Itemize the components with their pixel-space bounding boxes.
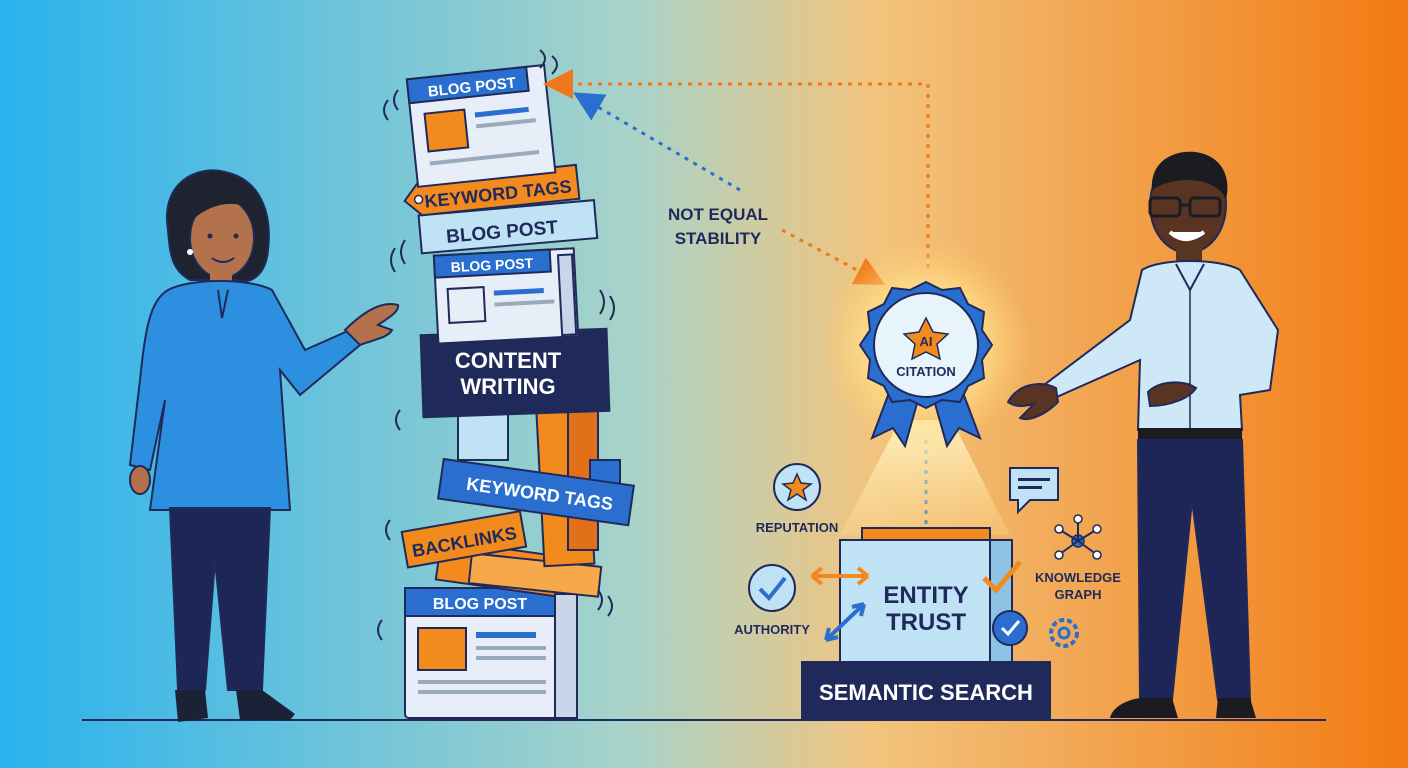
label-citation: CITATION [896,364,955,379]
label-blog-post-middle: BLOG POST [450,255,534,275]
label-semantic-search: SEMANTIC SEARCH [819,680,1033,705]
man-figure [1006,151,1280,718]
label-not-equal-line1: NOT EQUAL [668,205,768,224]
label-graph: GRAPH [1055,587,1102,602]
checkmark-icon [982,560,1028,646]
label-entity: ENTITY [883,582,968,609]
knowledge-graph-icon [1054,514,1102,560]
bidirectional-arrow-icon [810,566,870,642]
gear-icon [1049,618,1079,648]
woman-figure [128,169,400,722]
label-content-writing-line1: CONTENT [455,348,562,373]
label-not-equal-line2: STABILITY [675,229,762,248]
reputation-star-icon [773,463,821,511]
content-tower: BLOG POST BACKLINKS KEYWORD TAGS CONTENT… [377,49,635,719]
label-knowledge: KNOWLEDGE [1035,570,1121,585]
label-ai: AI [920,334,933,349]
label-blog-post-bottom: BLOG POST [433,596,527,613]
spotlight-beam [840,420,1010,535]
ai-citation-badge [858,280,994,449]
blog-post-card-bottom [404,587,578,719]
chat-bubble-icon [1009,467,1059,515]
label-trust: TRUST [886,609,966,636]
comparison-arrows [543,69,930,530]
label-authority: AUTHORITY [734,622,810,637]
label-content-writing-line2: WRITING [460,374,555,399]
semantic-search-base [801,661,1051,719]
label-reputation: REPUTATION [756,520,839,535]
authority-check-icon [748,564,796,612]
